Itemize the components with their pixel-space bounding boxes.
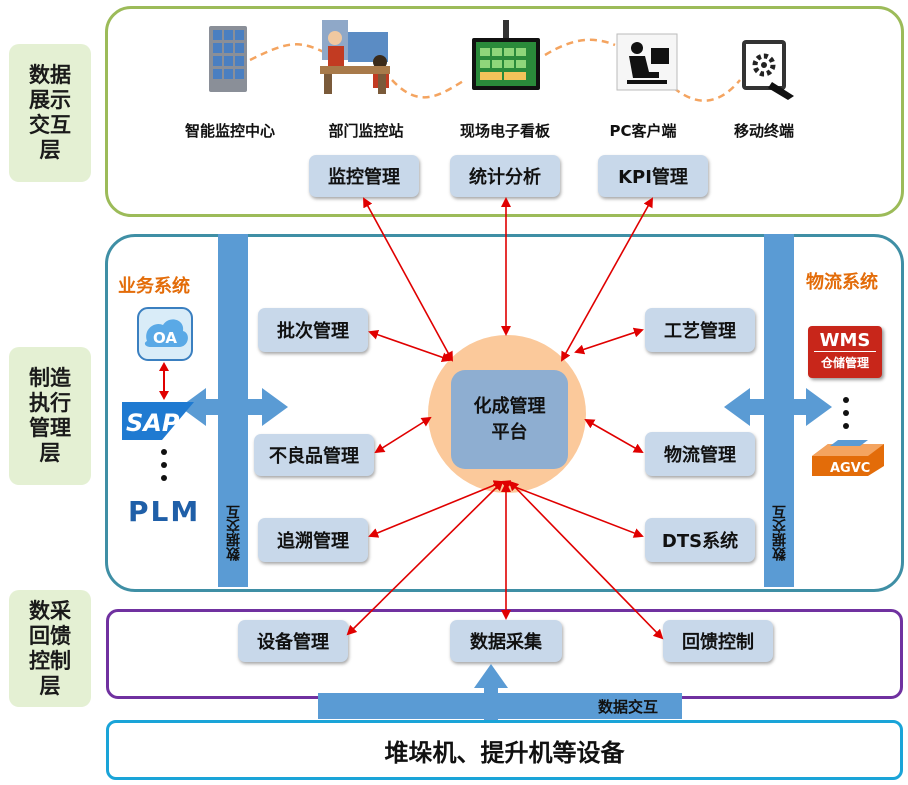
data-exchange-label-bottom: 数据交互 — [598, 698, 659, 716]
module-feedback-control: 回馈控制 — [663, 620, 773, 662]
oa-text: OA — [153, 329, 177, 347]
workstation-icon — [320, 20, 390, 94]
data-exchange-bar-bottom — [318, 693, 682, 719]
agvc-text: AGVC — [830, 461, 870, 476]
plm-logo: PLM — [128, 495, 201, 528]
module-traceability-management: 追溯管理 — [258, 518, 368, 562]
device-label-department-station: 部门监控站 — [328, 122, 404, 140]
layer-label-collect: 数采回馈控制层 — [9, 590, 91, 707]
module-monitoring-management: 监控管理 — [309, 155, 419, 197]
business-system-title: 业务系统 — [118, 276, 190, 297]
agvc-vehicle-icon: AGVC — [812, 440, 884, 476]
center-platform-line1: 化成管理 — [473, 395, 546, 417]
module-statistical-analysis: 统计分析 — [450, 155, 560, 197]
wms-title: WMS — [814, 330, 876, 352]
device-label-pc-client: PC客户端 — [609, 122, 677, 140]
module-logistics-management: 物流管理 — [645, 432, 755, 476]
center-platform-line2: 平台 — [491, 421, 528, 443]
module-batch-management: 批次管理 — [258, 308, 368, 352]
electronic-board-icon — [472, 20, 540, 90]
sap-logo: SAP — [122, 402, 194, 440]
wms-subtitle: 仓储管理 — [820, 356, 869, 370]
device-label-monitoring-center: 智能监控中心 — [184, 122, 275, 140]
device-label-electronic-board: 现场电子看板 — [459, 122, 550, 140]
equipment-label: 堆垛机、提升机等设备 — [384, 738, 625, 767]
layer-label-display: 数据展示交互层 — [9, 44, 91, 182]
module-kpi-management: KPI管理 — [598, 155, 708, 197]
module-process-management: 工艺管理 — [645, 308, 755, 352]
module-equipment-management: 设备管理 — [238, 620, 348, 662]
module-defect-management: 不良品管理 — [254, 434, 374, 476]
equipment-box: 堆垛机、提升机等设备 — [106, 720, 903, 780]
oa-icon: OA — [137, 307, 193, 361]
mobile-terminal-icon — [742, 40, 794, 100]
layer-label-mes: 制造执行管理层 — [9, 347, 91, 485]
center-platform: 化成管理平台 — [451, 370, 568, 469]
logistics-system-title: 物流系统 — [806, 272, 878, 293]
wms-logo: WMS 仓储管理 — [808, 326, 882, 378]
sap-text: SAP — [126, 409, 180, 437]
device-label-mobile-terminal: 移动终端 — [733, 122, 794, 140]
pc-client-icon — [616, 33, 678, 91]
monitoring-wall-icon — [209, 26, 247, 92]
